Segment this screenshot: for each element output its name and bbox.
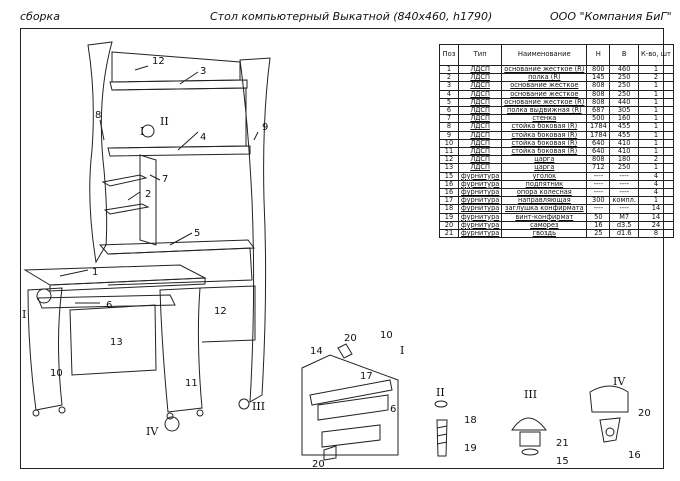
- table-cell: 712: [586, 163, 611, 173]
- table-cell: 18: [439, 204, 459, 214]
- detail-ref: IV: [146, 425, 159, 438]
- table-cell: 1: [637, 163, 674, 173]
- table-cell: царга: [501, 163, 588, 173]
- table-cell: 8: [637, 229, 674, 239]
- callout: 4: [200, 132, 206, 143]
- callout: 10: [50, 368, 63, 379]
- detail-callout: 15: [556, 456, 569, 467]
- table-cell: ЛДСП: [457, 81, 503, 91]
- column-header: Н: [586, 44, 611, 66]
- detail-ref: I: [22, 308, 26, 321]
- table-cell: 1: [637, 81, 674, 91]
- column-header: К-во, шт: [637, 44, 674, 66]
- column-header: Тип: [457, 44, 503, 66]
- table-header-row: Поз Тип Наименование Н В К-во, шт: [439, 44, 674, 66]
- table-cell: ЛДСП: [457, 163, 503, 173]
- table-cell: заглушка конфирмата: [501, 204, 588, 214]
- table-cell: фурнитура: [457, 229, 503, 239]
- detail-ref: III: [252, 400, 265, 413]
- detail-callout: 18: [464, 415, 477, 426]
- detail-title-I: I: [400, 344, 404, 357]
- callout: 1: [92, 267, 98, 278]
- detail-callout: 6: [390, 404, 396, 415]
- detail-callout: 19: [464, 443, 477, 454]
- column-header: В: [609, 44, 639, 66]
- detail-ref: II: [160, 115, 169, 128]
- detail-callout: 16: [628, 450, 641, 461]
- detail-callout: 17: [360, 371, 373, 382]
- detail-ref-circle: I: [140, 125, 144, 138]
- callout: 7: [162, 174, 168, 185]
- callout: 2: [145, 189, 151, 200]
- detail-title-III: III: [524, 388, 537, 401]
- company-name: ООО "Компания БиГ": [550, 10, 672, 23]
- column-header: Наименование: [501, 44, 588, 66]
- detail-title-IV: IV: [613, 375, 626, 388]
- table-cell: 13: [439, 163, 459, 173]
- table-cell: 25: [586, 229, 611, 239]
- table-cell: 250: [609, 163, 639, 173]
- detail-callout: 21: [556, 438, 569, 449]
- callout: 8: [95, 110, 101, 121]
- table-cell: фурнитура: [457, 204, 503, 214]
- table-cell: стойка боковая (R): [501, 122, 588, 132]
- table-cell: 455: [609, 122, 639, 132]
- column-header: Поз: [439, 44, 459, 66]
- callout: 6: [106, 300, 112, 311]
- drawing-frame: [20, 28, 664, 469]
- drawing-title: Стол компьютерный Выкатной (840x460, h17…: [210, 10, 493, 23]
- table-cell: 1: [637, 122, 674, 132]
- detail-callout: 20: [344, 333, 357, 344]
- table-cell: 14: [637, 204, 674, 214]
- table-cell: ----: [609, 204, 639, 214]
- detail-callout: 20: [312, 459, 325, 470]
- callout: 13: [110, 337, 123, 348]
- callout: 12: [214, 306, 227, 317]
- table-cell: 1784: [586, 122, 611, 132]
- detail-title-II: II: [436, 386, 445, 399]
- detail-callout: 14: [310, 346, 323, 357]
- table-cell: основание жесткое: [501, 81, 588, 91]
- header-label: сборка: [20, 10, 60, 23]
- callout: 3: [200, 66, 206, 77]
- table-cell: 21: [439, 229, 459, 239]
- detail-callout: 20: [638, 408, 651, 419]
- callout: 12: [152, 56, 165, 67]
- table-cell: ЛДСП: [457, 122, 503, 132]
- table-cell: ----: [586, 204, 611, 214]
- callout: 11: [185, 378, 198, 389]
- callout: 9: [262, 122, 268, 133]
- table-cell: 808: [586, 81, 611, 91]
- table-cell: 250: [609, 81, 639, 91]
- table-cell: гвоздь: [501, 229, 588, 239]
- table-cell: 8: [439, 122, 459, 132]
- table-cell: d1.6: [609, 229, 639, 239]
- table-cell: 3: [439, 81, 459, 91]
- callout: 5: [194, 228, 200, 239]
- detail-callout: 10: [380, 330, 393, 341]
